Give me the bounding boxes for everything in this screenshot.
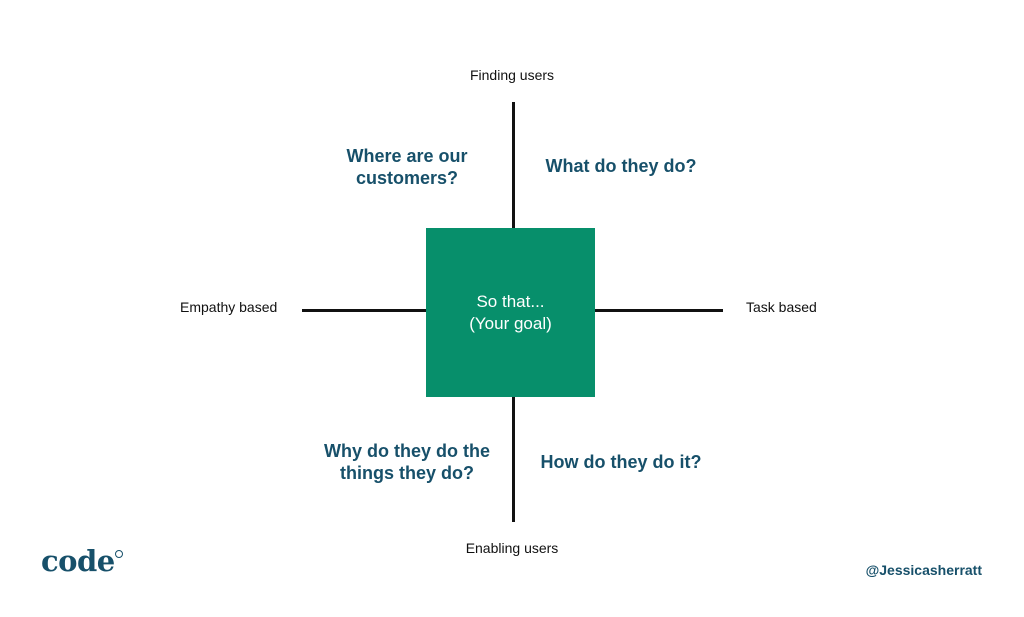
author-credit: @Jessicasherratt — [865, 562, 982, 578]
horizontal-axis-left — [302, 309, 426, 312]
horizontal-axis-right — [595, 309, 723, 312]
code-logo: code — [41, 544, 115, 578]
question-top-right-line-1: What do they do? — [545, 156, 697, 176]
goal-line-1: So that... — [476, 291, 545, 311]
question-top-left-line-1: Where are our — [346, 146, 468, 166]
question-bottom-right: How do they do it? — [541, 451, 702, 473]
goal-line-2: (Your goal) — [469, 313, 552, 333]
question-top-right: What do they do? — [546, 155, 697, 177]
goal-box: So that... (Your goal) — [426, 228, 595, 397]
question-bottom-left: Why do they do the things they do? — [324, 440, 490, 484]
question-bottom-left-line-1: Why do they do the — [324, 441, 490, 461]
question-bottom-left-line-2: things they do? — [340, 463, 474, 483]
axis-label-task-based: Task based — [746, 299, 817, 315]
axis-label-enabling-users: Enabling users — [465, 540, 559, 556]
vertical-axis-top — [512, 102, 515, 228]
axis-label-empathy-based: Empathy based — [180, 299, 278, 315]
axis-label-finding-users: Finding users — [469, 67, 555, 83]
vertical-axis-bottom — [512, 397, 515, 522]
question-bottom-right-line-1: How do they do it? — [540, 452, 702, 472]
question-top-left-line-2: customers? — [355, 168, 459, 188]
question-top-left: Where are our customers? — [346, 145, 467, 189]
registered-mark-icon — [115, 550, 123, 558]
